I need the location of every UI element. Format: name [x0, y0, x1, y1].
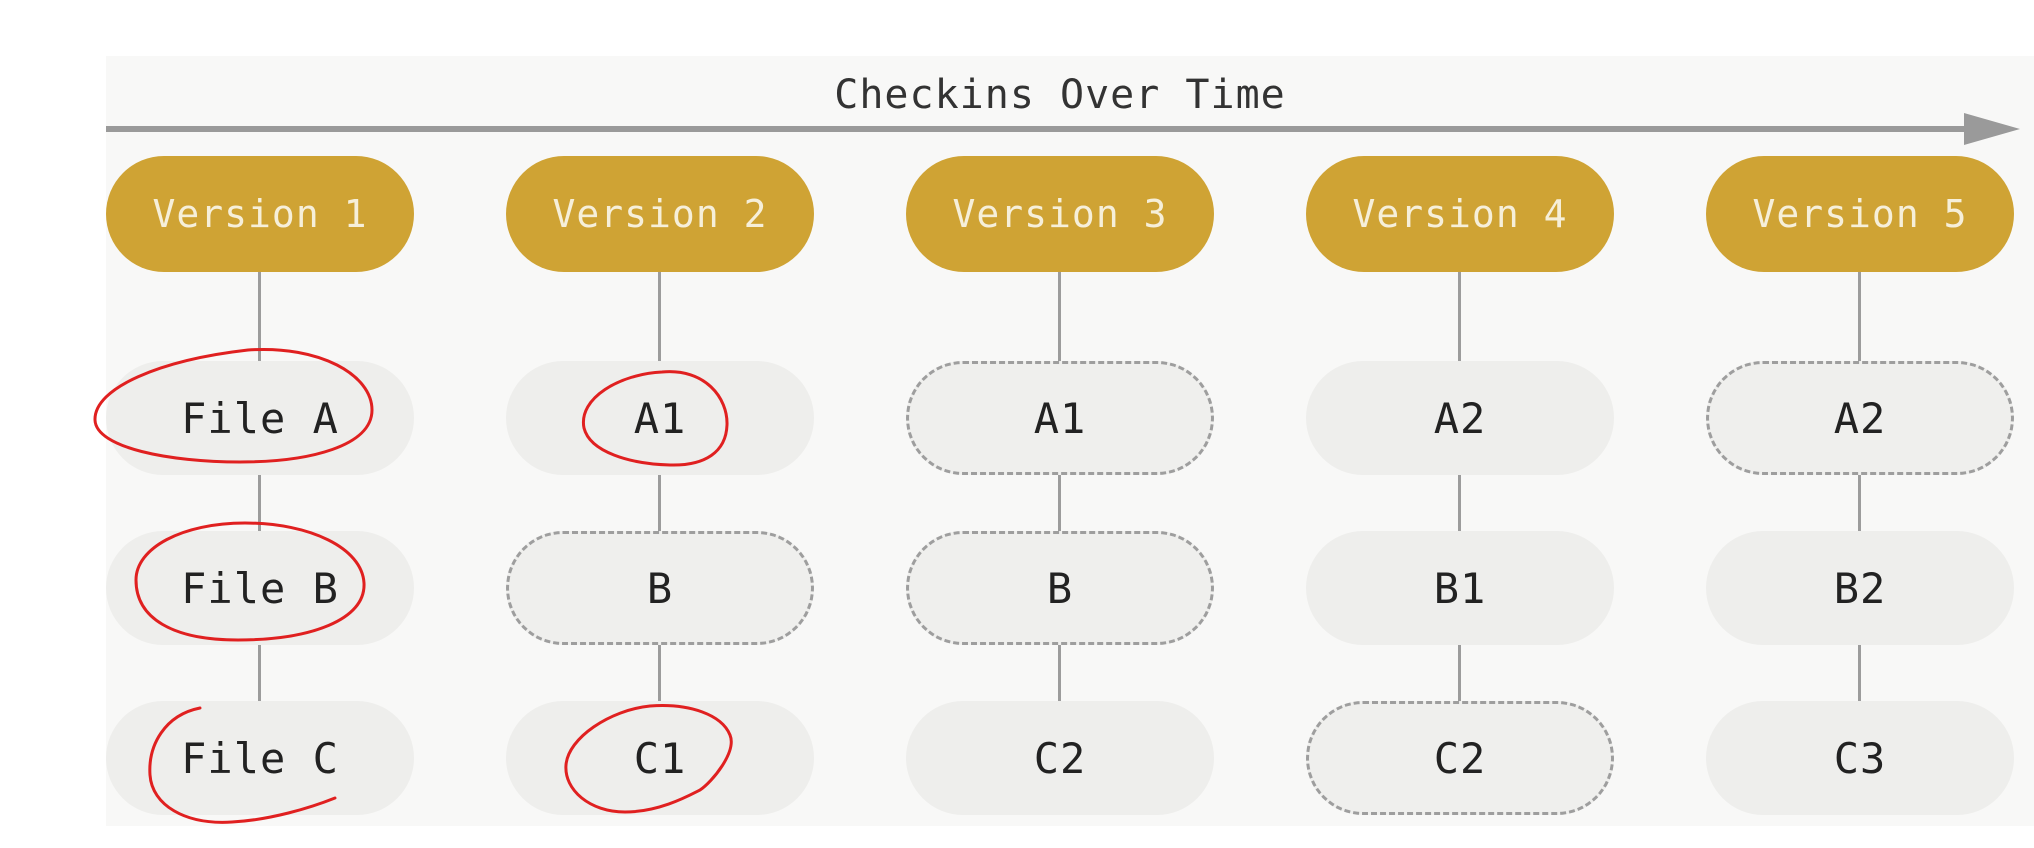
file-pill: C3	[1706, 701, 2014, 815]
version-column-1: Version 1 File A File B File C	[106, 156, 414, 816]
file-pill: C2	[906, 701, 1214, 815]
version-pill: Version 2	[506, 156, 814, 272]
file-pill: A1	[506, 361, 814, 475]
file-pill: File A	[106, 361, 414, 475]
file-pill-unchanged-reference: A1	[906, 361, 1214, 475]
version-connector	[1058, 272, 1061, 702]
version-connector	[1858, 272, 1861, 702]
version-column-5: Version 5 A2 B2 C3	[1706, 156, 2014, 816]
file-pill: B2	[1706, 531, 2014, 645]
file-pill: File C	[106, 701, 414, 815]
version-column-4: Version 4 A2 B1 C2	[1306, 156, 1614, 816]
file-pill-unchanged-reference: A2	[1706, 361, 2014, 475]
version-connector	[658, 272, 661, 702]
file-pill: B1	[1306, 531, 1614, 645]
file-pill-unchanged-reference: B	[906, 531, 1214, 645]
version-column-3: Version 3 A1 B C2	[906, 156, 1214, 816]
version-column-2: Version 2 A1 B C1	[506, 156, 814, 816]
file-pill-unchanged-reference: C2	[1306, 701, 1614, 815]
version-connector	[1458, 272, 1461, 702]
version-connector	[258, 272, 261, 702]
version-pill: Version 4	[1306, 156, 1614, 272]
version-pill: Version 3	[906, 156, 1214, 272]
time-axis-line	[106, 126, 1966, 132]
version-pill: Version 5	[1706, 156, 2014, 272]
diagram-title: Checkins Over Time	[834, 72, 1286, 118]
file-pill-unchanged-reference: B	[506, 531, 814, 645]
file-pill: File B	[106, 531, 414, 645]
file-pill: A2	[1306, 361, 1614, 475]
time-axis-arrowhead	[1964, 113, 2020, 145]
file-pill: C1	[506, 701, 814, 815]
version-pill: Version 1	[106, 156, 414, 272]
